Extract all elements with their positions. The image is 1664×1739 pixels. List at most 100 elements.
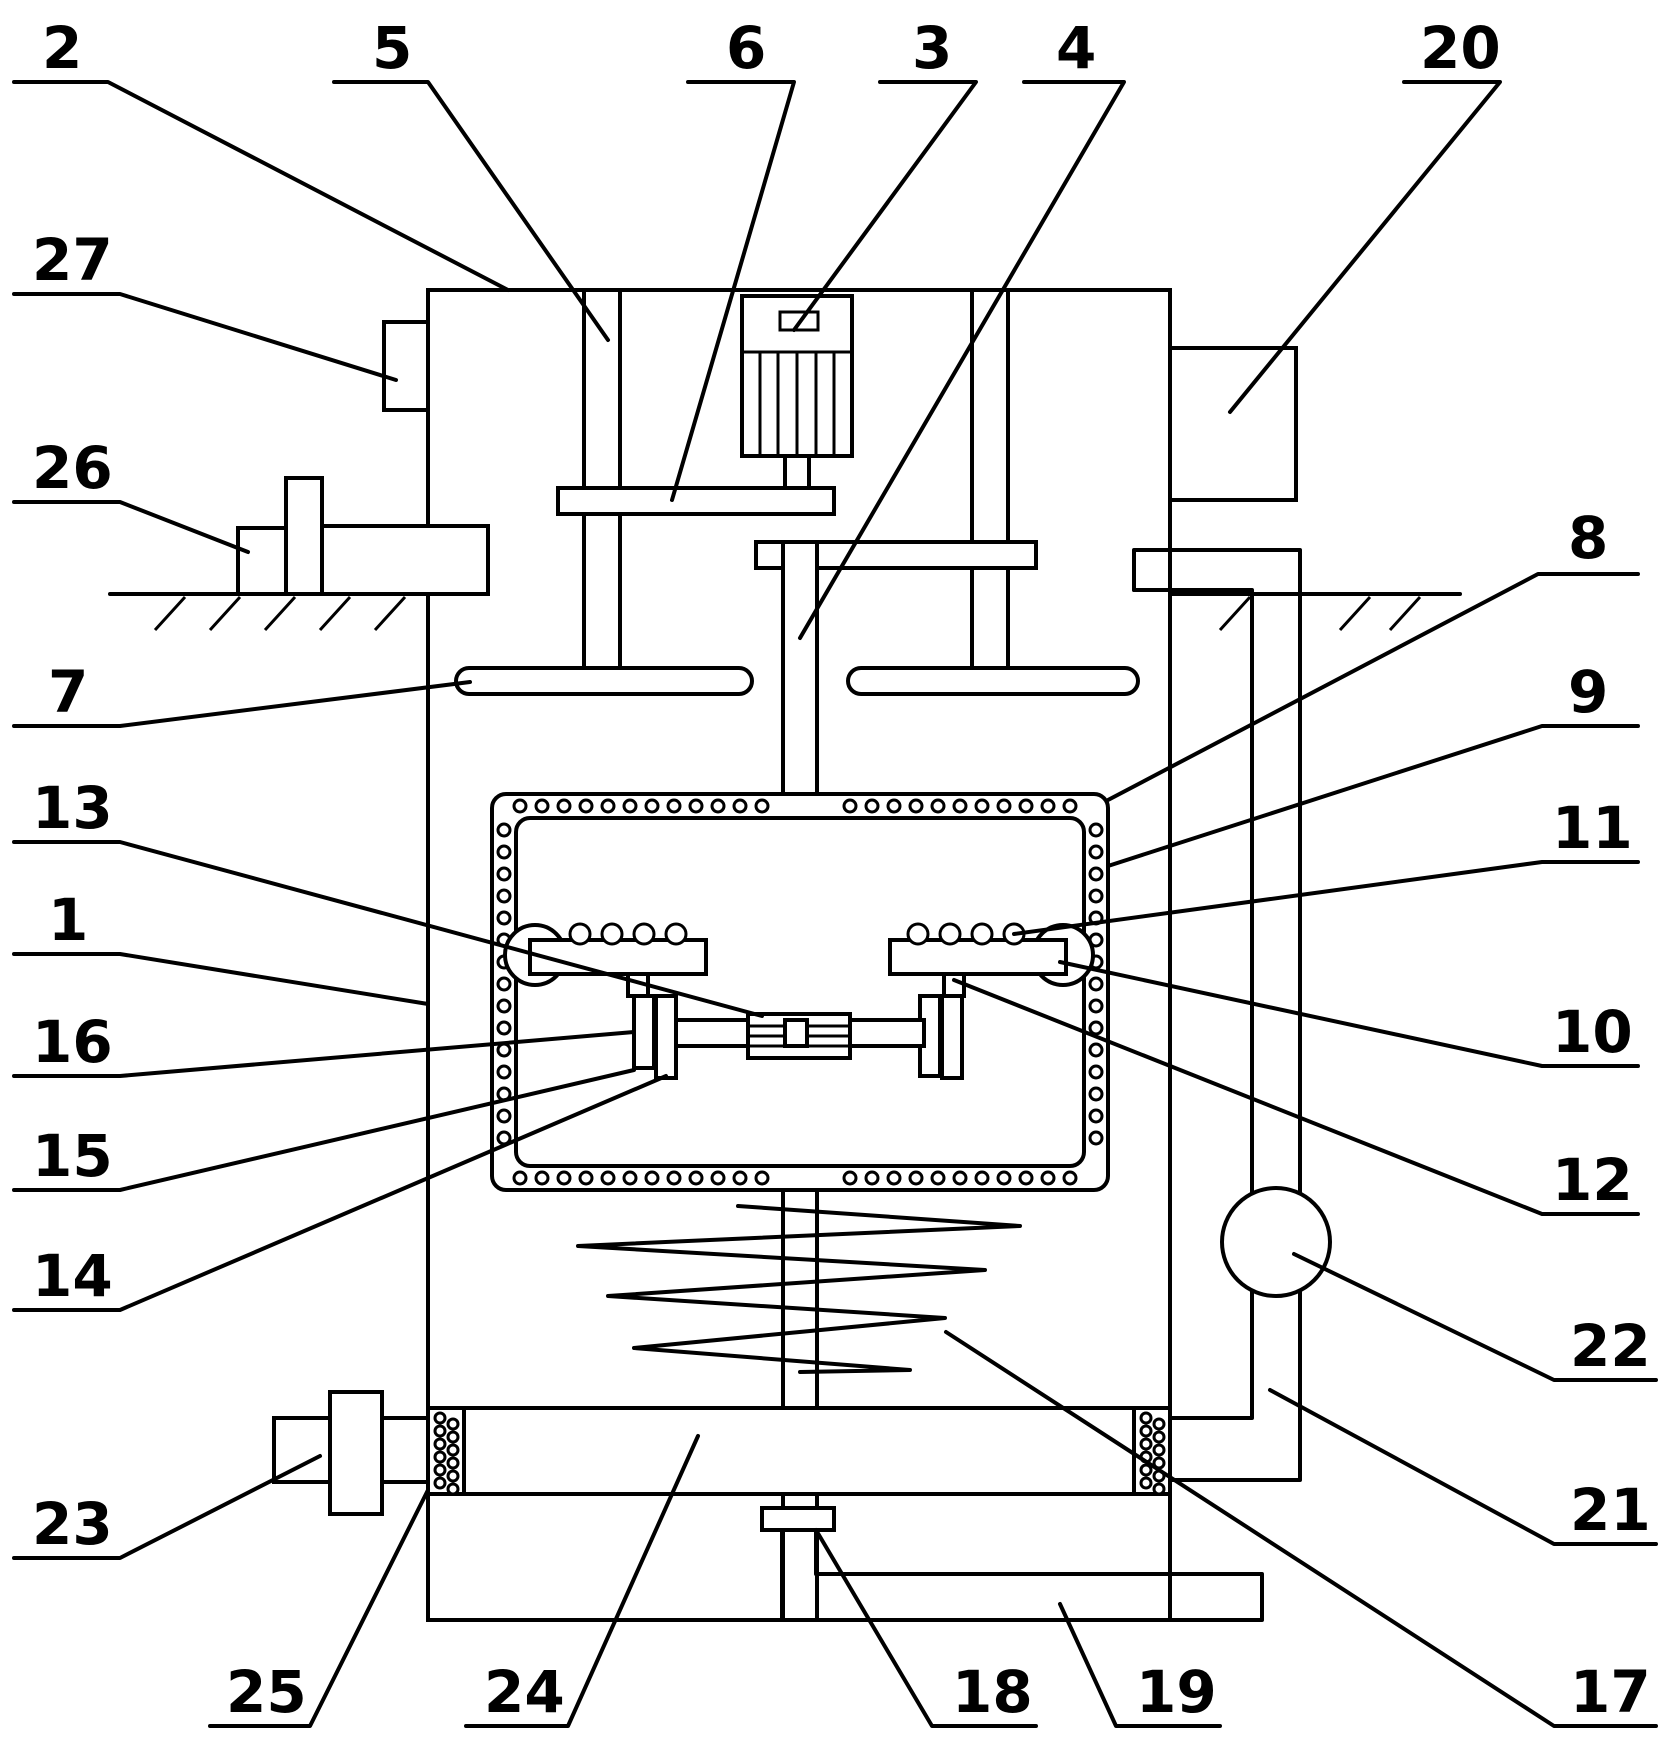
label-24: 24 (484, 1658, 565, 1726)
ball (732, 798, 748, 814)
ball (908, 1170, 924, 1186)
ball (1139, 1476, 1153, 1490)
ball (512, 1170, 528, 1186)
label-7: 7 (48, 658, 88, 726)
ball (1088, 866, 1104, 882)
ball (666, 798, 682, 814)
ball (446, 1469, 460, 1483)
ball (930, 1170, 946, 1186)
ball (1152, 1443, 1166, 1457)
ball (842, 798, 858, 814)
label-21: 21 (1570, 1476, 1651, 1544)
label-23: 23 (32, 1490, 113, 1558)
part-labels: 2 5 6 3 4 20 27 26 8 7 9 13 11 1 10 16 1… (32, 14, 1651, 1726)
ball (930, 798, 946, 814)
ball (996, 798, 1012, 814)
outlet-19 (780, 1528, 1264, 1622)
ball (1062, 1170, 1078, 1186)
ball (688, 1170, 704, 1186)
pump-22 (1220, 1186, 1332, 1298)
ball (908, 798, 924, 814)
ball (433, 1463, 447, 1477)
ball (1088, 1130, 1104, 1146)
valve-23 (272, 1390, 430, 1516)
label-1: 1 (48, 886, 88, 954)
ball (556, 1170, 572, 1186)
ball (578, 798, 594, 814)
label-16: 16 (32, 1008, 113, 1076)
ball (1088, 1042, 1104, 1058)
label-2: 2 (42, 14, 82, 82)
motor-3 (740, 294, 854, 458)
ball (864, 1170, 880, 1186)
fan-blades-7 (454, 666, 1140, 696)
ball (1088, 822, 1104, 838)
ball (1088, 888, 1104, 904)
ball (644, 798, 660, 814)
bearing-18 (760, 1506, 836, 1532)
ball (886, 798, 902, 814)
ball (952, 798, 968, 814)
ball (600, 798, 616, 814)
drum-balls-9 (496, 798, 1104, 1186)
label-13: 13 (32, 774, 113, 842)
pipe-21 (1132, 548, 1302, 1482)
ball (688, 798, 704, 814)
ball (622, 798, 638, 814)
ball (1152, 1430, 1166, 1444)
ball (732, 1170, 748, 1186)
ball (496, 998, 512, 1014)
ball (446, 1482, 460, 1496)
ball (496, 866, 512, 882)
ball (710, 1170, 726, 1186)
device-26 (236, 476, 490, 596)
ball (1088, 1108, 1104, 1124)
ball (600, 1170, 616, 1186)
ball (446, 1430, 460, 1444)
ball (1088, 998, 1104, 1014)
clamp-left (626, 972, 754, 1080)
rod-5-right (970, 288, 1010, 692)
ball (1088, 1086, 1104, 1102)
ball (1139, 1463, 1153, 1477)
ball (644, 1170, 660, 1186)
ball (496, 910, 512, 926)
label-3: 3 (912, 14, 952, 82)
ball (512, 798, 528, 814)
ball (578, 1170, 594, 1186)
label-4: 4 (1056, 14, 1096, 82)
label-22: 22 (1570, 1312, 1651, 1380)
ball (1088, 1020, 1104, 1036)
ball (496, 1020, 512, 1036)
filter-balls (433, 1411, 1166, 1496)
ball (1139, 1411, 1153, 1425)
ball (1088, 976, 1104, 992)
plate-6 (556, 486, 836, 516)
label-6: 6 (726, 14, 766, 82)
ball (864, 798, 880, 814)
label-20: 20 (1420, 14, 1501, 82)
ball (1062, 798, 1078, 814)
ball (496, 976, 512, 992)
ball (754, 1170, 770, 1186)
ball (496, 822, 512, 838)
ball (446, 1443, 460, 1457)
ball (622, 1170, 638, 1186)
spiral-blade-17 (576, 1204, 1022, 1374)
ball (534, 798, 550, 814)
ball (710, 798, 726, 814)
ball (886, 1170, 902, 1186)
ball (1152, 1417, 1166, 1431)
ball (496, 1108, 512, 1124)
ball (1040, 1170, 1056, 1186)
label-25: 25 (226, 1658, 307, 1726)
label-18: 18 (952, 1658, 1033, 1726)
ball (496, 844, 512, 860)
ball (556, 798, 572, 814)
label-27: 27 (32, 226, 113, 294)
ball (446, 1456, 460, 1470)
ball (1139, 1424, 1153, 1438)
hub-13 (746, 1012, 852, 1060)
ball (974, 798, 990, 814)
